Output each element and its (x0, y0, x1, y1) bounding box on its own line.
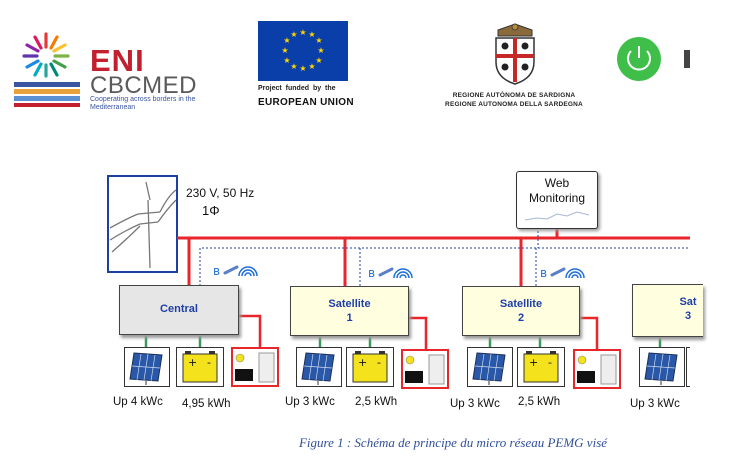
wireless-icon-satellite-1: ʙ (368, 266, 413, 280)
svg-text:-: - (207, 356, 211, 369)
eu-flag-icon: ★★★ ★★★ ★★★ ★★★ (258, 21, 348, 81)
web-monitoring-box: Web Monitoring (516, 171, 598, 229)
household-load-icon (401, 349, 449, 389)
unit-satellite-3: Sat 3 (632, 284, 703, 337)
svg-text:★: ★ (308, 62, 315, 71)
figure-caption: Figure 1 : Schéma de principe du micro r… (298, 435, 608, 450)
unit-satellite-2-label: Satellite 2 (499, 298, 543, 324)
grid-voltage-label: 230 V, 50 Hz (186, 186, 255, 200)
sardinia-line-2: REGIONE AUTONOMA DELLA SARDEGNA (445, 101, 583, 108)
solar-panel-icon (296, 347, 342, 387)
eni-sunburst-logo-icon (14, 32, 80, 107)
satellite-2-battery-label: 2,5 kWh (518, 396, 561, 408)
battery-icon: + - (517, 347, 565, 387)
unit-satellite-3-label: Sat 3 (679, 296, 697, 322)
household-load-icon (573, 349, 621, 389)
central-pv-label: Up 4 kWc (113, 396, 163, 408)
svg-text:★: ★ (315, 56, 322, 65)
monitoring-graph-icon (524, 211, 590, 221)
svg-text:+: + (188, 356, 197, 369)
svg-text:★: ★ (315, 36, 322, 45)
header-logos: ENI CBCMED Cooperating across borders in… (0, 0, 690, 130)
unit-central-label: Central (160, 303, 198, 315)
wiring-layer (107, 175, 690, 350)
wireless-icon-satellite-2: ʙ (540, 266, 585, 280)
svg-text:ʙ: ʙ (368, 266, 375, 280)
eu-name-text: EUROPEAN UNION (258, 97, 354, 108)
eni-sub-text: CBCMED (90, 72, 198, 99)
eu-funded-text: Project funded by the (258, 85, 336, 92)
svg-text:★: ★ (317, 46, 324, 55)
svg-text:+: + (358, 356, 367, 369)
central-battery-label: 4,95 kWh (182, 398, 231, 410)
unit-satellite-1-label: Satellite 1 (328, 298, 371, 324)
satellite-1-pv-label: Up 3 kWc (285, 396, 335, 408)
data-network-line (199, 227, 690, 286)
svg-text:★: ★ (290, 30, 297, 39)
solar-panel-icon (124, 347, 170, 387)
eni-tagline: Cooperating across borders in the Medite… (90, 96, 196, 111)
svg-text:★: ★ (290, 62, 297, 71)
household-load-icon (231, 347, 279, 387)
svg-text:★: ★ (281, 46, 288, 55)
solar-panel-icon (467, 347, 513, 387)
battery-icon-partial (686, 347, 690, 387)
partial-logo-edge (684, 50, 690, 68)
svg-text:ʙ: ʙ (213, 264, 220, 278)
svg-text:★: ★ (283, 56, 290, 65)
power-pylon-icon (109, 181, 177, 269)
satellite-1-battery-label: 2,5 kWh (355, 396, 398, 408)
grid-phase-label: 1Φ (202, 203, 220, 218)
solar-panel-icon (639, 347, 685, 387)
battery-icon: + - (346, 347, 394, 387)
svg-text:-: - (377, 356, 381, 369)
unit-central: Central (119, 285, 239, 335)
unit-satellite-1: Satellite 1 (290, 286, 409, 336)
micro-grid-diagram: 230 V, 50 Hz 1Φ Web Monitoring ʙ ʙ ʙ Cen… (107, 171, 703, 450)
svg-text:★: ★ (299, 64, 306, 73)
power-icon (617, 37, 661, 81)
svg-text:+: + (529, 356, 538, 369)
sardinia-crest-icon (495, 23, 535, 85)
wireless-icon-central: ʙ (213, 264, 258, 278)
eni-brand-text: ENI (90, 43, 145, 78)
svg-text:ʙ: ʙ (540, 266, 547, 280)
web-monitoring-label: Web Monitoring (528, 176, 586, 205)
svg-text:-: - (548, 356, 552, 369)
svg-text:★: ★ (308, 30, 315, 39)
svg-text:★: ★ (283, 36, 290, 45)
sardinia-line-1: REGIONE AUTÒNOMA DE SARDIGNA (452, 92, 576, 99)
satellite-2-pv-label: Up 3 kWc (450, 398, 500, 410)
satellite-3-pv-label: Up 3 kWc (630, 398, 680, 410)
unit-satellite-2: Satellite 2 (462, 286, 580, 336)
battery-icon: + - (176, 347, 224, 387)
svg-text:★: ★ (299, 28, 306, 37)
